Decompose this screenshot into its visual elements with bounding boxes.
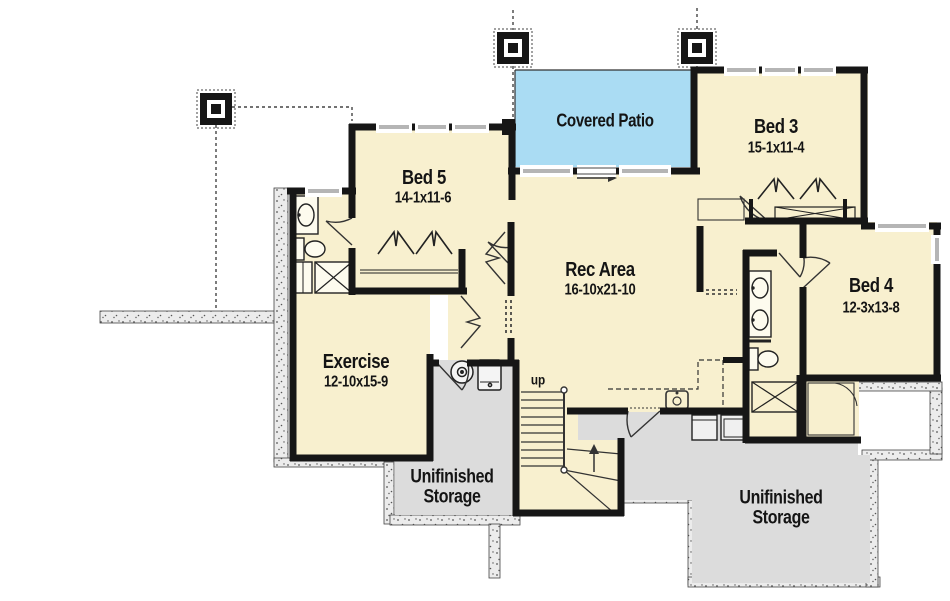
room-label-exercise: Exercise	[322, 351, 390, 374]
post-icon	[196, 89, 236, 129]
room-label-rec-area: Rec Area	[565, 259, 635, 282]
post-icon	[493, 28, 533, 68]
rec-area-fill	[505, 171, 695, 412]
stair-direction-arrow	[589, 444, 599, 454]
bed4-closet-area	[803, 375, 859, 440]
room-label-storage-right-line2: Storage	[752, 507, 810, 529]
door-arc	[834, 382, 858, 407]
room-label-storage-right-line1: Unifinished	[739, 487, 823, 509]
room-dims-bed3: 15-1x11-4	[747, 139, 805, 157]
room-label-covered-patio: Covered Patio	[556, 110, 654, 131]
room-dims-bed5: 14-1x11-6	[394, 189, 452, 207]
shower-x	[751, 381, 799, 413]
stair-up-label: up	[530, 371, 546, 388]
bed5-closet	[360, 229, 458, 274]
bed4-closet	[807, 382, 858, 436]
post-icon	[677, 28, 717, 68]
storage-areas	[395, 360, 870, 583]
bifold-door	[799, 177, 837, 200]
door-hall-top	[484, 231, 506, 285]
bed4-area	[803, 222, 937, 378]
exercise-area	[290, 295, 430, 458]
room-label-storage-left-line2: Storage	[423, 486, 481, 508]
room-dims-bed4: 12-3x13-8	[842, 299, 900, 317]
toilet-icon	[304, 240, 326, 258]
appliance-icon	[691, 414, 718, 441]
room-label-bed5: Bed 5	[401, 167, 447, 190]
closet	[697, 198, 745, 221]
staircase	[521, 386, 622, 514]
bifold-door	[757, 177, 795, 200]
covered-patio-area	[515, 70, 693, 167]
patio-door-threshold	[577, 167, 616, 175]
closet-rod	[360, 269, 458, 274]
room-label-storage-left-line1: Unifinished	[410, 466, 494, 488]
bifold-door	[415, 229, 453, 255]
room-dims-rec-area: 16-10x21-10	[564, 281, 636, 299]
bath-right-fixtures	[748, 270, 799, 413]
toilet-icon	[757, 350, 779, 368]
room-label-bed3: Bed 3	[753, 116, 799, 139]
post-guide-lines	[215, 8, 698, 311]
bed3-area	[693, 70, 868, 218]
toilet-tank	[748, 347, 759, 371]
cased-openings	[505, 289, 737, 336]
room-dims-exercise: 12-10x15-9	[323, 373, 389, 391]
deck-posts	[196, 28, 717, 129]
windows	[305, 64, 943, 264]
bifold-door	[377, 229, 415, 255]
door-bath-left	[325, 217, 353, 246]
room-label-bed4: Bed 4	[848, 275, 894, 298]
door-exercise	[460, 295, 482, 349]
shower-x	[314, 261, 353, 294]
